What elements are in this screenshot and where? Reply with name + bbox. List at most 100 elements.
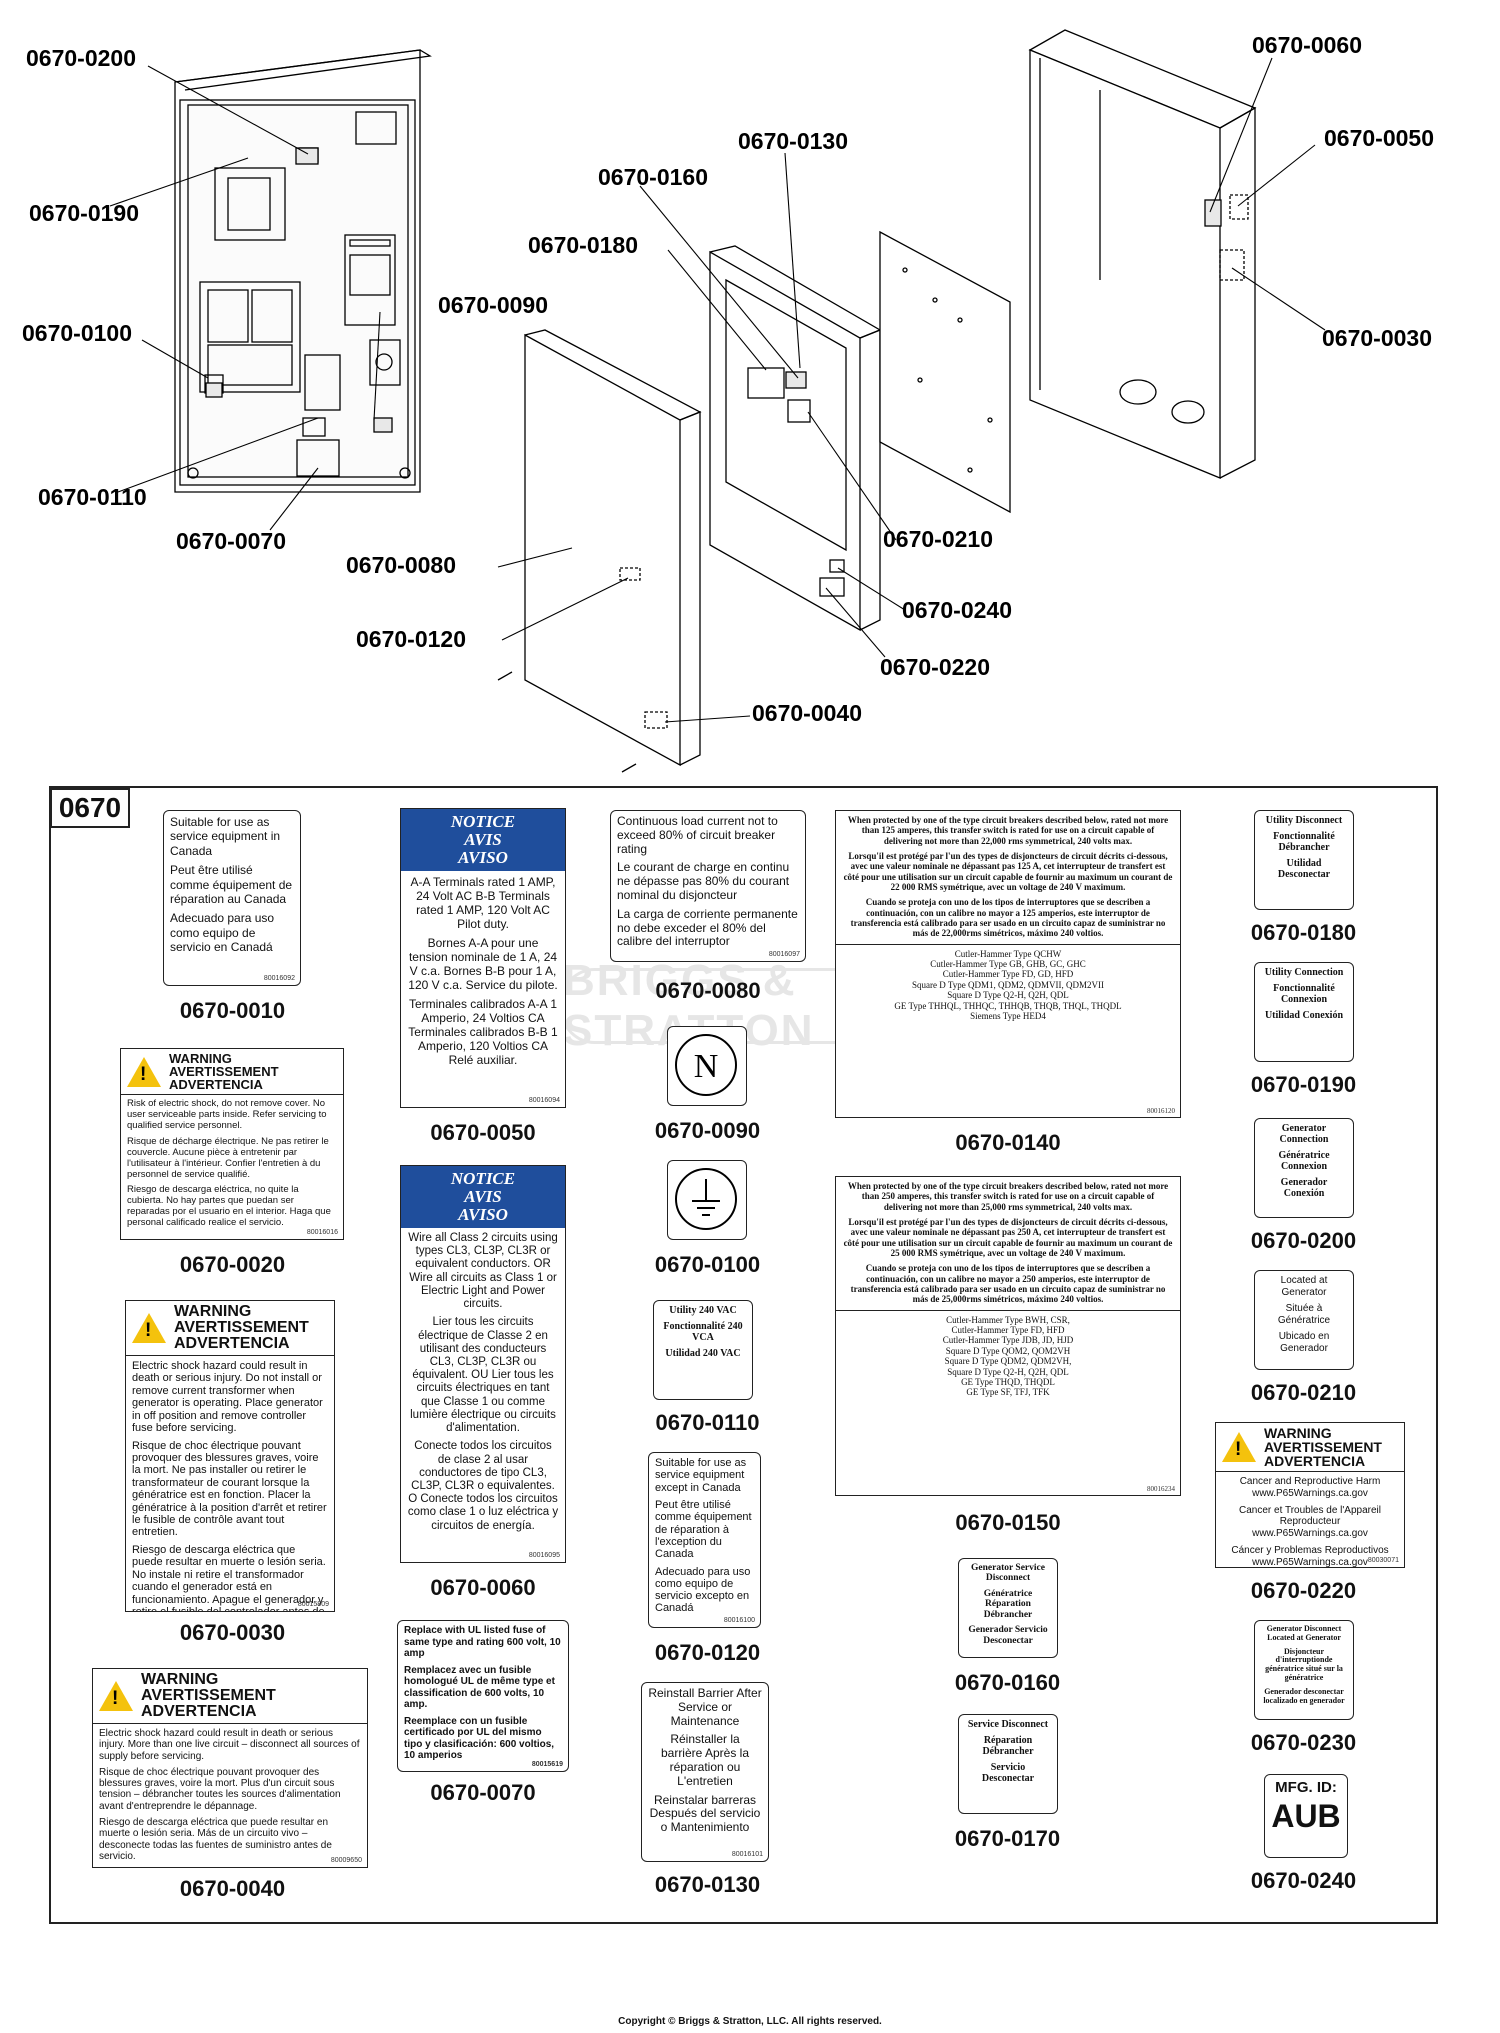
code-0670-0050: 0670-0050 [430, 1120, 536, 1145]
callout-0670-0070: 0670-0070 [176, 528, 286, 554]
callout-0670-0200: 0670-0200 [26, 45, 136, 71]
code-0670-0140: 0670-0140 [955, 1130, 1061, 1155]
warning-word-es: ADVERTENCIA [1264, 1453, 1366, 1469]
label-text-fr: Génératrice Réparation Débrancher [983, 1588, 1033, 1620]
label-text-es: Reinstalar barreras Después del servicio… [649, 1792, 761, 1835]
code-0670-0160: 0670-0160 [954, 1670, 1061, 1695]
breaker-type-list: Cutler-Hammer Type BWH, CSR, Cutler-Hamm… [842, 1315, 1174, 1398]
code-0670-0110: 0670-0110 [655, 1410, 760, 1435]
warning-word-en: WARNING [141, 1671, 219, 1688]
warning-word-es: ADVERTENCIA [169, 1077, 263, 1092]
enclosure-box [1028, 29, 1257, 479]
code-0670-0200: 0670-0200 [1250, 1228, 1357, 1253]
part-number: 80015809 [297, 1601, 329, 1609]
rating-text-en: When protected by one of the type circui… [847, 815, 1169, 846]
label-text-es: La carga de corriente permanente no debe… [617, 906, 798, 949]
breaker-type: GE Type THHQL, THHQC, THHQB, THQB, THQL,… [894, 1000, 1122, 1011]
label-text-en: Suitable for use as service equipment ex… [655, 1457, 747, 1494]
warning-triangle-icon: ! [127, 1056, 161, 1087]
label-text-en: Utility 240 VAC [669, 1305, 737, 1316]
label-text-fr: Fonctionnalité Débrancher [1273, 831, 1335, 853]
warning-word-es: ADVERTENCIA [174, 1335, 290, 1352]
rating-text-es: Cuando se proteja con uno de los tipos d… [850, 1263, 1166, 1305]
breaker-type: Square D Type QDM1, QDM2, QDMVII, QDM2VI… [912, 979, 1104, 990]
part-number: 80016101 [731, 1850, 763, 1858]
callout-0670-0160: 0670-0160 [598, 164, 708, 190]
label-text-es: Servicio Desconectar [981, 1762, 1035, 1784]
label-text-en: Suitable for use as service equipment in… [170, 815, 281, 858]
rating-text-es: Cuando se proteja con uno de los tipos d… [850, 897, 1166, 939]
breaker-type: Cutler-Hammer Type FD, GD, HFD [942, 969, 1074, 980]
part-number: 80016016 [306, 1228, 338, 1236]
label-text-en: Generator Connection [1279, 1123, 1329, 1145]
code-0670-0230: 0670-0230 [1250, 1730, 1357, 1755]
code-0670-0210: 0670-0210 [1250, 1380, 1357, 1405]
label-0670-0130: Reinstall Barrier After Service or Maint… [641, 1682, 769, 1862]
label-text-es: Generador Conexión [1280, 1177, 1328, 1199]
label-0670-0020: ! WARNING AVERTISSEMENT ADVERTENCIA Risk… [120, 1048, 344, 1240]
label-text-fr: Peut être utilisé comme équipement de ré… [170, 863, 293, 906]
code-0670-0040: 0670-0040 [179, 1876, 286, 1901]
breaker-type-list: Cutler-Hammer Type QCHW Cutler-Hammer Ty… [842, 949, 1174, 1021]
leader-lines [109, 57, 1326, 723]
label-0670-0180: Utility Disconnect Fonctionnalité Débran… [1254, 810, 1354, 910]
notice-text-en: Wire all Class 2 circuits using types CL… [408, 1232, 558, 1311]
label-text-en: Utility Connection [1264, 967, 1344, 978]
code-0670-0240: 0670-0240 [1250, 1868, 1357, 1893]
warning-text-es: Riesgo de descarga eléctrica que puede r… [132, 1543, 326, 1611]
callout-0670-0210: 0670-0210 [883, 526, 993, 552]
callout-0670-0060: 0670-0060 [1252, 32, 1362, 58]
notice-text-es: Conecte todos los circuitos de clase 2 a… [407, 1440, 559, 1532]
label-0670-0100 [667, 1160, 747, 1240]
code-0670-0070: 0670-0070 [430, 1780, 536, 1805]
label-text-fr: Réparation Débrancher [982, 1735, 1034, 1757]
warning-text-fr: Cancer et Troubles de l'Appareil Reprodu… [1239, 1504, 1381, 1540]
label-text-es: Adecuado para uso como equipo de servici… [655, 1565, 751, 1615]
warning-text-en: Electric shock hazard could result in de… [132, 1360, 323, 1435]
transfer-switch-interior [174, 49, 432, 493]
notice-header: NOTICE AVIS AVISO [401, 809, 565, 871]
callout-0670-0220: 0670-0220 [880, 654, 990, 680]
warning-triangle-icon: ! [1222, 1432, 1256, 1462]
breaker-type: Square D Type Q2-H, Q2H, QDL [947, 1366, 1069, 1377]
warning-text-en: Electric shock hazard could result in de… [99, 1728, 360, 1762]
callout-0670-0240: 0670-0240 [902, 597, 1012, 623]
callout-0670-0180: 0670-0180 [528, 232, 638, 258]
notice-text-en: A-A Terminals rated 1 AMP, 24 Volt AC B-… [410, 875, 556, 932]
breaker-type: Siemens Type HED4 [970, 1010, 1046, 1021]
label-0670-0090: N [667, 1026, 747, 1106]
code-0670-0120: 0670-0120 [654, 1640, 761, 1665]
part-number: 80016100 [723, 1617, 755, 1625]
label-text-es: Generador Servicio Desconectar [968, 1625, 1048, 1646]
warning-text-fr: Risque de choc électrique pouvant provoq… [99, 1766, 341, 1812]
label-0670-0210: Located at Generator Située à Génératric… [1254, 1270, 1354, 1370]
label-text-fr: Réinstaller la barrière Après la réparat… [660, 1732, 750, 1788]
callout-0670-0130: 0670-0130 [738, 128, 848, 154]
notice-word-en: NOTICE [450, 812, 516, 831]
label-text-en: Utility Disconnect [1265, 815, 1343, 826]
label-text-en: Reinstall Barrier After Service or Maint… [648, 1686, 762, 1728]
notice-header: NOTICE AVIS AVISO [401, 1166, 565, 1228]
label-text-es: Generador desconectar localizado en gene… [1263, 1686, 1345, 1705]
label-0670-0040: ! WARNING AVERTISSEMENT ADVERTENCIA Elec… [92, 1668, 368, 1868]
notice-word-fr: AVIS [464, 1187, 502, 1206]
warning-word-es: ADVERTENCIA [141, 1703, 257, 1720]
part-number: 80030071 [1367, 1556, 1399, 1564]
label-0670-0150: When protected by one of the type circui… [835, 1176, 1181, 1496]
part-number: 80016095 [528, 1551, 560, 1559]
label-text-es: Utilidad Conexión [1264, 1010, 1344, 1021]
part-number: 80016092 [263, 974, 295, 982]
label-0670-0120: Suitable for use as service equipment ex… [648, 1452, 761, 1628]
label-text-en: Continuous load current not to exceed 80… [617, 814, 778, 856]
warning-text-fr: Risque de décharge électrique. Ne pas re… [127, 1135, 329, 1180]
warning-word-fr: AVERTISSEMENT [169, 1064, 279, 1079]
label-0670-0200: Generator Connection Génératrice Connexi… [1254, 1118, 1354, 1218]
code-0670-0020: 0670-0020 [179, 1252, 286, 1277]
breaker-type: Cutler-Hammer Type JDB, JD, HJD [942, 1335, 1074, 1346]
label-text-es: Utilidad Desconectar [1277, 858, 1331, 880]
neutral-symbol-icon: N [675, 1034, 737, 1096]
code-0670-0030: 0670-0030 [179, 1620, 286, 1645]
label-text-fr: Peut être utilisé comme équipement de ré… [655, 1498, 752, 1561]
label-0670-0080: Continuous load current not to exceed 80… [610, 810, 806, 962]
warning-text-es: Riesgo de descarga eléctrica que puede r… [99, 1817, 332, 1862]
